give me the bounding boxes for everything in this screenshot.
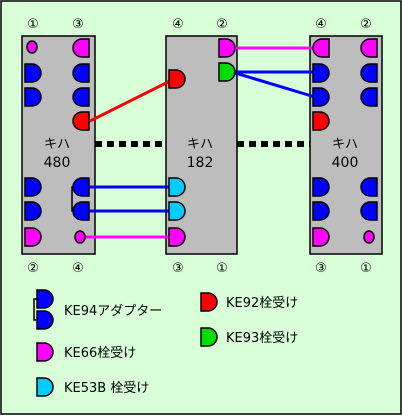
legend: KE94アダプター KE66栓受け KE53B 栓受け KE92栓受け KE93…: [33, 289, 298, 397]
ke94-adapter-480-top-a: [24, 63, 42, 83]
receptacles: [24, 38, 378, 247]
car-182-top-label-2: ②: [216, 17, 228, 32]
ke66-small-socket-480-bottom: [74, 230, 86, 244]
car-182-top-label-1: ④: [172, 17, 184, 32]
legend-icons: [33, 289, 218, 397]
ke94-adapter-480-bottom-b: [24, 201, 42, 221]
ke94-adapter-400-top-d: [360, 87, 378, 107]
ke92-receptacle-400: [312, 111, 330, 131]
ke53b-receptacle-182-b: [168, 201, 186, 221]
cable-ke93-182-400-2: [231, 70, 316, 99]
ke94-adapter-480-top-c: [72, 63, 90, 83]
car-182-bottom-label-1: ③: [172, 261, 184, 276]
ke94-adapter-480-top-b: [24, 87, 42, 107]
ke94-adapter-400-bottom-d: [360, 201, 378, 221]
car-400-top-label-1: ④: [315, 17, 327, 32]
legend-ke66-icon: [36, 342, 54, 362]
legend-ke53b-label: KE53B 栓受け: [64, 381, 149, 396]
ke66-receptacle-400-top: [312, 38, 330, 58]
car-400-number: 400: [332, 155, 359, 171]
car-182-bottom-label-2: ①: [216, 261, 228, 276]
legend-ke93-icon: [200, 327, 218, 347]
ke66-small-socket-400-bottom: [363, 230, 375, 244]
car-480-top-label-2: ③: [72, 17, 84, 32]
legend-ke94-icon-b: [36, 310, 54, 330]
car-480-bottom-label-2: ④: [72, 261, 84, 276]
car-480-kana: キハ: [44, 137, 70, 152]
car-400-kana: キハ: [332, 137, 358, 152]
ke94-adapter-480-bottom-d: [72, 201, 90, 221]
cable-ke92-480-182: [89, 77, 175, 123]
legend-ke94-bracket: [33, 298, 37, 321]
legend-ke92-label: KE92栓受け: [226, 296, 298, 311]
ke94-adapter-400-top-a: [312, 63, 330, 83]
ke66-receptacle-480-bottom: [24, 227, 42, 247]
ke94-adapter-400-bottom-c: [360, 177, 378, 197]
ke94-adapter-400-bottom-a: [312, 177, 330, 197]
legend-ke66-label: KE66栓受け: [64, 346, 136, 361]
ke66-receptacle-182-top: [218, 38, 236, 58]
ke66-receptacle-480-top: [72, 38, 90, 58]
ke66-receptacle-400-bottom: [312, 227, 330, 247]
car-480-number: 480: [44, 155, 71, 171]
ke53b-receptacle-182-a: [168, 177, 186, 197]
ke94-adapter-400-top-c: [360, 63, 378, 83]
ke66-small-socket-480-top: [26, 40, 38, 54]
ke94-adapter-400-bottom-b: [312, 201, 330, 221]
legend-ke94-label: KE94アダプター: [64, 304, 162, 319]
car-400-bottom-label-1: ③: [315, 261, 327, 276]
ke94-adapter-400-top-b: [312, 87, 330, 107]
ke92-receptacle-182: [168, 69, 186, 89]
legend-ke92-icon: [200, 292, 218, 312]
legend-ke94-icon-a: [36, 289, 54, 309]
ke66-receptacle-400-top-right: [360, 38, 378, 58]
car-400-top-label-2: ②: [360, 17, 372, 32]
ke94-adapter-480-bottom-c: [72, 177, 90, 197]
ke66-receptacle-182-bottom: [168, 227, 186, 247]
ke94-adapter-480-top-d: [72, 87, 90, 107]
ke94-adapter-480-bottom-a: [24, 177, 42, 197]
ke92-receptacle-480: [72, 111, 90, 131]
car-400-bottom-label-2: ①: [360, 261, 372, 276]
car-182-number: 182: [187, 155, 214, 171]
car-480-bottom-label-1: ②: [27, 261, 39, 276]
legend-ke53b-icon: [36, 377, 54, 397]
car-182-kana: キハ: [187, 137, 213, 152]
jumper-cables: [85, 46, 316, 239]
ke93-receptacle-182: [218, 62, 236, 82]
legend-ke93-label: KE93栓受け: [226, 331, 298, 346]
car-480-top-label-1: ①: [27, 17, 39, 32]
